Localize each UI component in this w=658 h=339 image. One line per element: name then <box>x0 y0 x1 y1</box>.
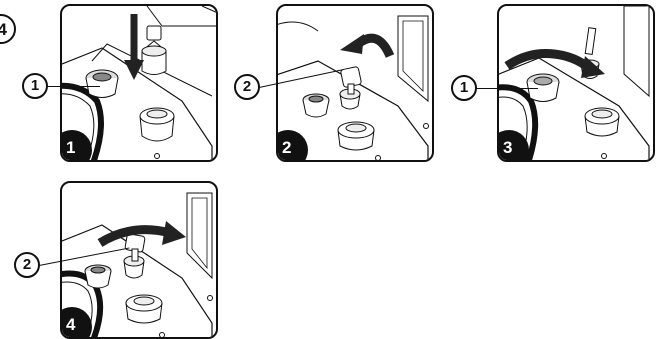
step-number: 3 <box>503 138 512 158</box>
step-number: 2 <box>282 138 291 158</box>
callout-2a: 2 <box>234 74 260 100</box>
step-3-panel: 3 <box>497 4 655 162</box>
fuel-cap <box>140 108 174 141</box>
leader-line <box>47 86 100 87</box>
fuel-cap <box>585 108 619 136</box>
key-icon <box>142 26 166 75</box>
rotate-arrow-icon <box>340 34 390 56</box>
callout-1a: 1 <box>22 73 48 99</box>
fuel-cap <box>338 122 374 150</box>
step-number: 4 <box>66 315 75 335</box>
step-2-panel: 2 <box>276 4 434 162</box>
step-1-panel: 1 <box>60 4 218 162</box>
page-number: 4 <box>0 20 7 40</box>
page-number-badge: 4 <box>0 14 16 44</box>
leader-line <box>476 88 538 89</box>
ignition-cap <box>86 70 118 98</box>
ignition-cap <box>85 265 111 288</box>
callout-4a: 2 <box>14 252 40 278</box>
step-4-panel: 4 <box>60 181 218 339</box>
fuel-cap <box>126 295 162 323</box>
ignition-cap <box>303 94 329 117</box>
callout-3a: 1 <box>451 75 477 101</box>
step-number: 1 <box>66 138 75 158</box>
